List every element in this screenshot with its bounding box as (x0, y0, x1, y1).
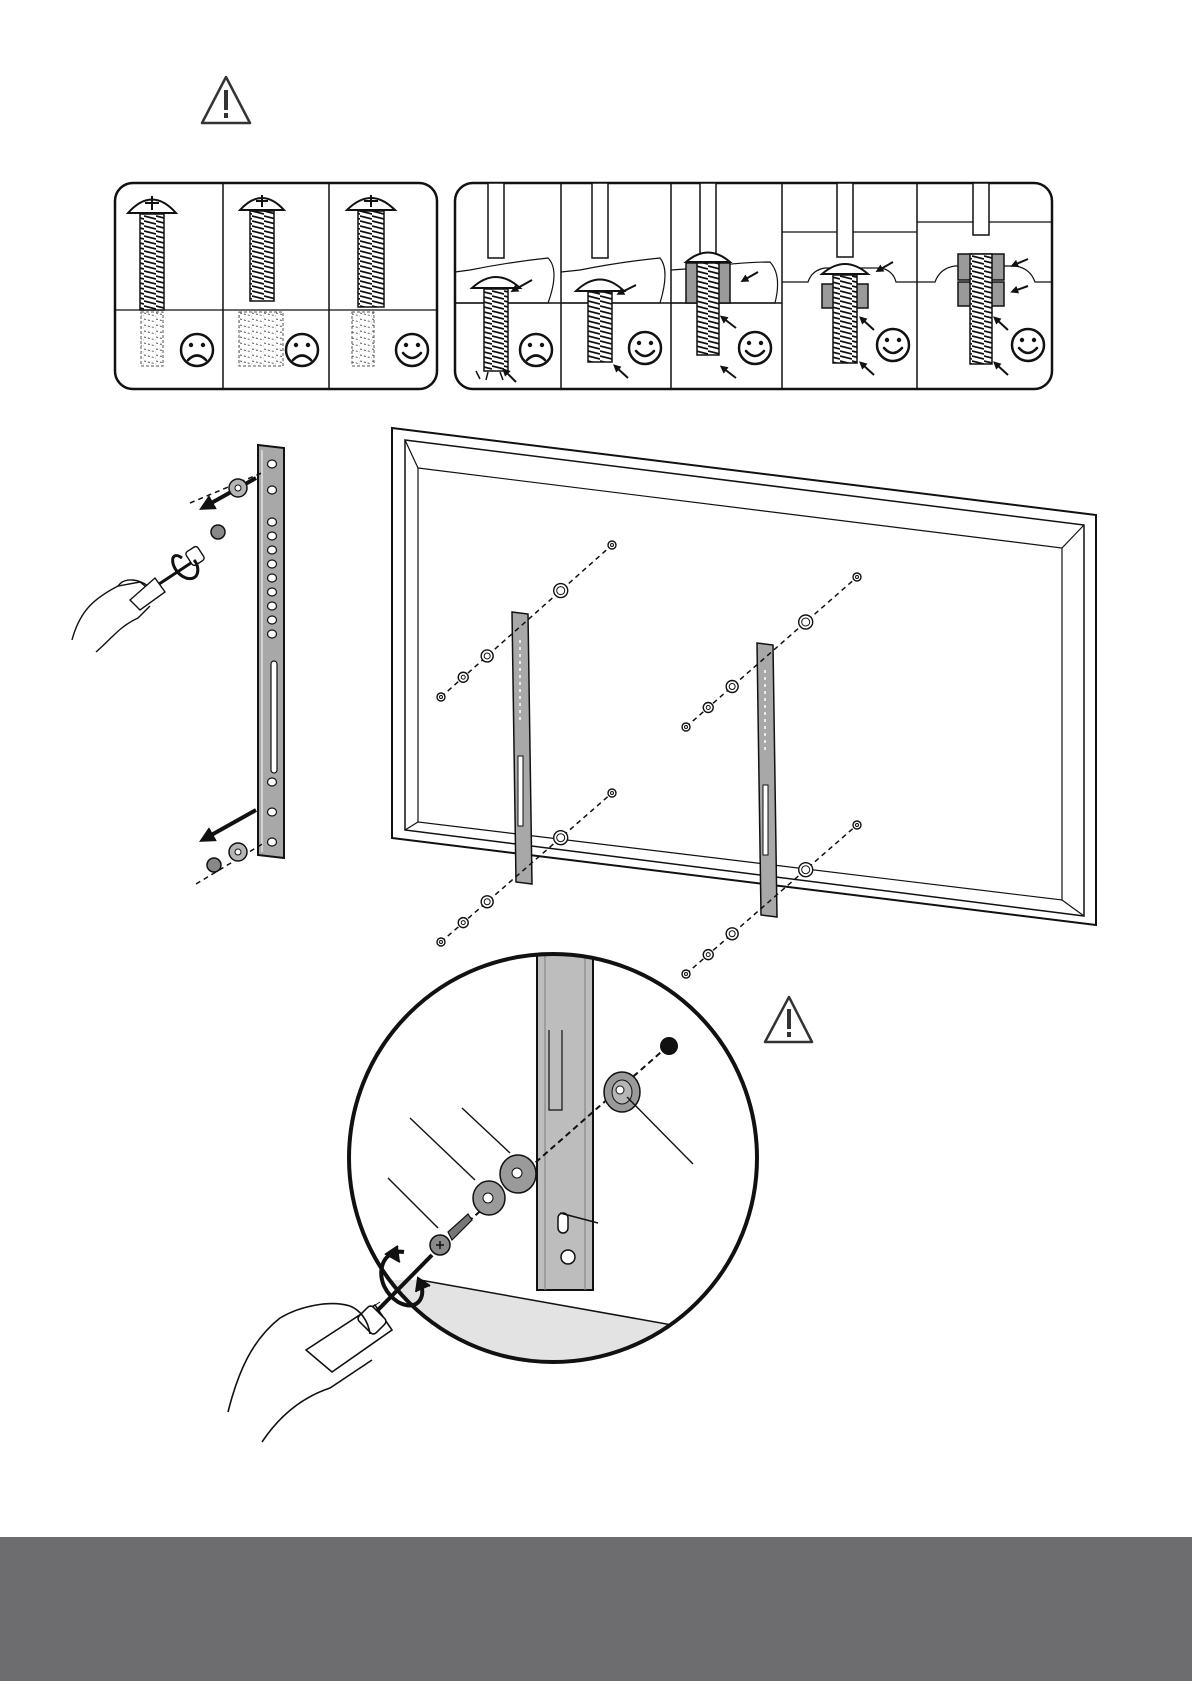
warning-triangle-icon (202, 77, 250, 123)
smiley-face-icon (396, 334, 428, 366)
washer (458, 918, 468, 928)
bracket-hole (268, 778, 277, 786)
mounting-bracket-right (757, 643, 777, 917)
washer (481, 896, 493, 908)
bracket-hole (268, 574, 277, 582)
warning-triangle-icon (765, 997, 812, 1042)
screw-detail (430, 1214, 472, 1255)
screw (437, 693, 445, 701)
bracket-hole (268, 838, 277, 846)
screw (437, 938, 445, 946)
bracket-hole (268, 588, 277, 596)
screw-end (853, 573, 861, 581)
screw-cell-correct (347, 195, 395, 366)
washer (229, 479, 247, 497)
bracket-hole (268, 808, 277, 816)
bracket-hole (268, 546, 277, 554)
smiley-face-icon (629, 332, 661, 364)
screw-cell-too-short (239, 195, 284, 366)
washer (229, 843, 247, 861)
nut (207, 858, 221, 872)
sad-face-icon (181, 334, 213, 366)
assembly-diagram (0, 0, 1192, 1537)
bracket-hole (268, 560, 277, 568)
washer-detail (473, 1181, 505, 1215)
screw-cell-too-long (128, 196, 176, 366)
screw-end (853, 821, 861, 829)
screw (682, 723, 690, 731)
hand-screwdriver-top (72, 545, 205, 652)
bracket-hole (268, 532, 277, 540)
washer-detail (500, 1155, 536, 1193)
washer (703, 703, 713, 713)
bracket-hole (268, 486, 277, 494)
washer (458, 672, 468, 682)
spacer (799, 863, 813, 877)
screw-end (608, 789, 616, 797)
screw (682, 970, 690, 978)
pull-arrow-bottom (206, 810, 256, 838)
bracket-hole (268, 518, 277, 526)
bracket-hole (268, 460, 277, 468)
washer (481, 650, 493, 662)
sad-face-icon (520, 334, 552, 366)
bracket-hole (268, 616, 277, 624)
bracket-hole (268, 630, 277, 638)
nut (211, 525, 225, 539)
bracket-hole (268, 602, 277, 610)
washer (726, 928, 738, 940)
smiley-face-icon (877, 329, 909, 361)
spacer (554, 584, 568, 598)
footer-rule (0, 1681, 1192, 1685)
spacer (554, 831, 568, 845)
mounting-bracket-left (512, 612, 532, 884)
bracket-exploded-view (190, 445, 284, 884)
sad-face-icon (286, 334, 318, 366)
screw-length-panel (115, 183, 437, 389)
spacer (799, 615, 813, 629)
footer-band (0, 1537, 1192, 1681)
screw-end (608, 541, 616, 549)
detail-magnifier (228, 954, 757, 1442)
washer (726, 681, 738, 693)
smiley-face-icon (1012, 329, 1044, 361)
washer (703, 950, 713, 960)
spacer-large (604, 1072, 640, 1112)
smiley-face-icon (739, 332, 771, 364)
